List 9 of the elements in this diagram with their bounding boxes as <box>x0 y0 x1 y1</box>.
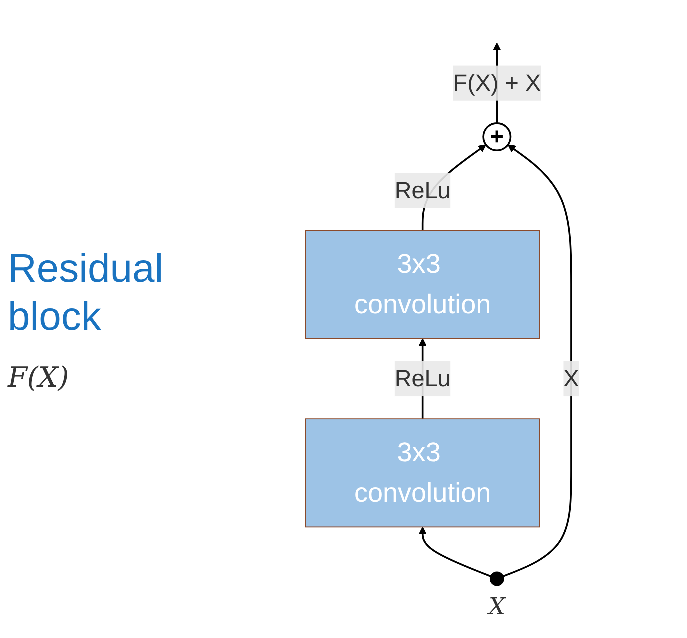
input-dot <box>490 572 504 586</box>
math-label: F(X) <box>8 360 70 394</box>
process-box: 3x3 convolution <box>305 418 540 528</box>
node-caption: X <box>488 592 506 621</box>
group-title: Residual block <box>8 246 165 340</box>
sum-circle: + <box>482 122 512 152</box>
arrow <box>503 144 572 578</box>
process-box: 3x3 convolution <box>305 230 540 340</box>
arrow <box>418 526 492 578</box>
